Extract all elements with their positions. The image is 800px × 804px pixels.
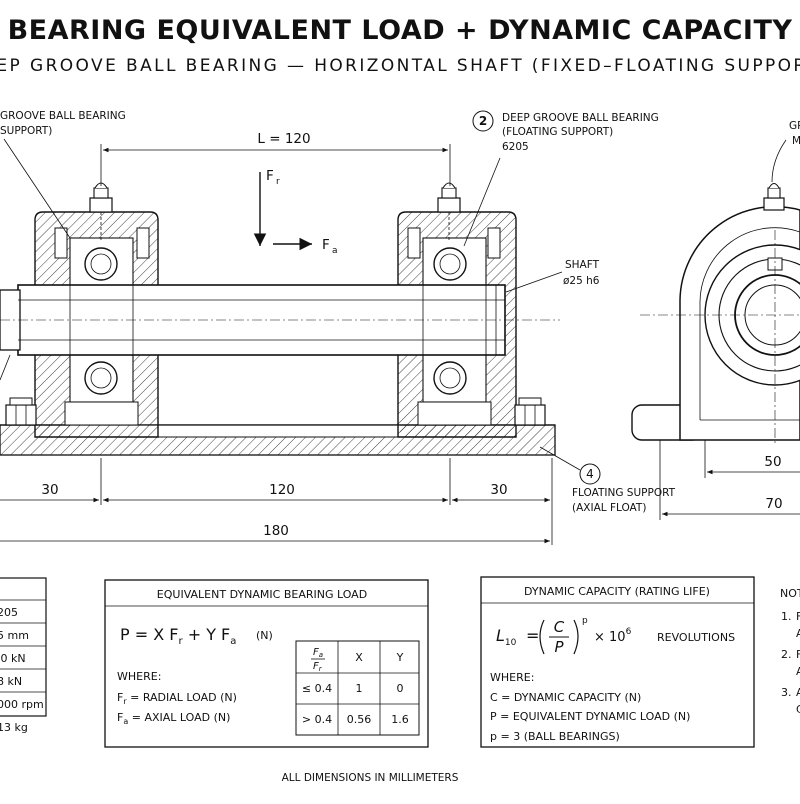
pillow-block-side-view: 50 70 bbox=[631, 182, 800, 520]
revolutions-unit: REVOLUTIONS bbox=[657, 631, 735, 644]
table-cell: 0.56 bbox=[347, 713, 372, 726]
equivalent-load-box: EQUIVALENT DYNAMIC BEARING LOAD P = X Fr… bbox=[104, 579, 429, 748]
right-bearing-housing bbox=[397, 211, 517, 438]
fr-definition: Fr = RADIAL LOAD (N) bbox=[117, 691, 237, 706]
rating-life-eq: = bbox=[526, 626, 539, 645]
notes: NOT 1. F A 2. F A 3. A C bbox=[780, 587, 800, 716]
spec-item: .0 kN bbox=[0, 652, 26, 665]
dim-30-right: 30 bbox=[490, 482, 507, 498]
dimensions-bottom: 30 120 30 180 bbox=[0, 458, 553, 545]
table-head-ratio-num: Fa bbox=[313, 647, 323, 659]
note-fragment: F bbox=[796, 648, 800, 661]
radial-load-label: F bbox=[266, 168, 274, 184]
callout-2-line1: DEEP GROOVE BALL BEARING bbox=[502, 112, 659, 124]
table-head-x: X bbox=[355, 651, 363, 664]
callout-4-line2: (AXIAL FLOAT) bbox=[572, 502, 646, 514]
anchor-bolt-right bbox=[514, 397, 546, 426]
axial-load-arrow: F a bbox=[273, 237, 338, 256]
footer-note: ALL DIMENSIONS IN MILLIMETERS bbox=[282, 772, 459, 784]
radial-load-arrow: F r bbox=[253, 168, 280, 246]
dim-70: 70 bbox=[765, 496, 782, 512]
note-number: 3. bbox=[781, 686, 792, 699]
capacity-where: WHERE: bbox=[490, 671, 534, 684]
callout-shaft: SHAFT ø25 h6 bbox=[505, 259, 600, 293]
times-ten: × 106 bbox=[594, 627, 632, 645]
spec-item: 5 mm bbox=[0, 629, 29, 642]
capacity-def: p = 3 (BALL BEARINGS) bbox=[490, 730, 620, 743]
note-fragment: F bbox=[796, 610, 800, 623]
callout-left: GROOVE BALL BEARING SUPPORT) bbox=[0, 110, 126, 381]
callout-4-line1: FLOATING SUPPORT bbox=[572, 487, 676, 499]
callout-2-line3: 6205 bbox=[502, 141, 529, 153]
spec-item: 000 rpm bbox=[0, 698, 44, 711]
note-fragment: A bbox=[796, 665, 800, 678]
x-y-factor-table: Fa Fr X Y ≤ 0.4 1 0 > 0.4 0.56 1.6 bbox=[295, 640, 420, 736]
spec-item: 13 kg bbox=[0, 721, 28, 734]
exponent-p: p bbox=[582, 616, 588, 626]
table-cell: 1.6 bbox=[391, 713, 409, 726]
equivalent-load-unit: (N) bbox=[256, 629, 273, 642]
callout-shaft-line2: ø25 h6 bbox=[563, 275, 600, 287]
callout-2-line2: (FLOATING SUPPORT) bbox=[502, 126, 613, 138]
equivalent-load-where: WHERE: bbox=[117, 670, 161, 683]
callout-right-line2: M bbox=[792, 135, 800, 147]
capacity-def: P = EQUIVALENT DYNAMIC LOAD (N) bbox=[490, 710, 690, 723]
capacity-c: C bbox=[554, 618, 565, 636]
callout-right-line1: GR bbox=[789, 120, 800, 132]
table-cell: 0 bbox=[397, 682, 404, 695]
page-title: BEARING EQUIVALENT LOAD + DYNAMIC CAPACI… bbox=[8, 15, 793, 46]
spec-item: 8 kN bbox=[0, 675, 22, 688]
radial-load-sub: r bbox=[276, 177, 280, 187]
anchor-bolt-left bbox=[5, 397, 37, 426]
callout-4: 4 FLOATING SUPPORT (AXIAL FLOAT) bbox=[539, 446, 676, 514]
span-label: L = 120 bbox=[257, 131, 310, 147]
dim-30-left: 30 bbox=[41, 482, 58, 498]
equivalent-load-title: EQUIVALENT DYNAMIC BEARING LOAD bbox=[157, 588, 367, 601]
spec-item: 205 bbox=[0, 606, 18, 619]
fa-definition: Fa = AXIAL LOAD (N) bbox=[117, 711, 230, 726]
table-cell: 1 bbox=[356, 682, 363, 695]
equivalent-load-eq: P = X Fr + Y Fa bbox=[120, 625, 236, 647]
note-fragment: A bbox=[796, 627, 800, 640]
note-number: 1. bbox=[781, 610, 792, 623]
table-head-ratio-den: Fr bbox=[313, 661, 323, 673]
spec-list: 205 5 mm .0 kN 8 kN 000 rpm 13 kg bbox=[0, 577, 47, 734]
rating-life-symbol: L10 bbox=[496, 626, 517, 648]
capacity-p: P bbox=[554, 638, 564, 656]
page-subtitle: DEEP GROOVE BALL BEARING — HORIZONTAL SH… bbox=[0, 56, 800, 76]
callout-right: GR M bbox=[771, 120, 800, 183]
grease-nipple-left bbox=[89, 182, 113, 240]
dim-180: 180 bbox=[263, 523, 289, 539]
callout-2-number: 2 bbox=[479, 114, 487, 128]
note-fragment: A bbox=[796, 686, 800, 699]
callout-left-line1: GROOVE BALL BEARING bbox=[0, 110, 126, 122]
dynamic-capacity-title: DYNAMIC CAPACITY (RATING LIFE) bbox=[524, 585, 710, 598]
note-number: 2. bbox=[781, 648, 792, 661]
callout-2: 2 DEEP GROOVE BALL BEARING (FLOATING SUP… bbox=[463, 110, 659, 247]
callout-left-line2: SUPPORT) bbox=[0, 125, 52, 137]
dim-50: 50 bbox=[764, 454, 781, 470]
table-cell: > 0.4 bbox=[302, 713, 332, 726]
table-head-y: Y bbox=[396, 651, 404, 664]
axial-load-sub: a bbox=[332, 246, 338, 256]
table-cell: ≤ 0.4 bbox=[302, 682, 332, 695]
capacity-def: C = DYNAMIC CAPACITY (N) bbox=[490, 691, 641, 704]
note-fragment: C bbox=[796, 703, 800, 716]
grease-nipple-right bbox=[437, 182, 461, 240]
callout-4-number: 4 bbox=[586, 467, 594, 481]
callout-shaft-line1: SHAFT bbox=[565, 259, 600, 271]
dynamic-capacity-box: DYNAMIC CAPACITY (RATING LIFE) L10 = C P… bbox=[480, 576, 755, 748]
notes-heading: NOT bbox=[780, 587, 800, 600]
axial-load-label: F bbox=[322, 237, 330, 253]
dim-120: 120 bbox=[269, 482, 295, 498]
dimension-span: L = 120 bbox=[100, 131, 451, 186]
